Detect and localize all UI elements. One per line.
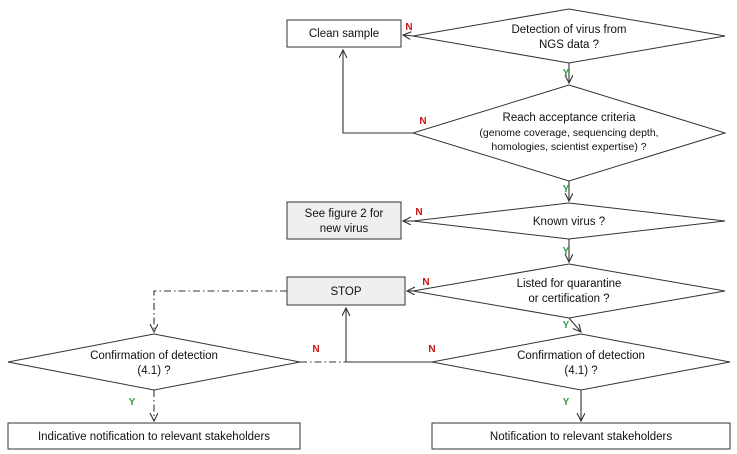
indicative-notification-label: Indicative notification to relevant stak… [38, 431, 270, 443]
no-flag-confirm-right: N [428, 344, 435, 355]
yes-flag-quarantine: Y [563, 320, 570, 331]
detection-decision: Detection of virus from NGS data ? [412, 8, 726, 64]
confirmation-decision-right: Confirmation of detection (4.1) ? [431, 333, 731, 391]
confirm-left-label-line2: (4.1) ? [137, 365, 170, 377]
see-figure-2-box: See figure 2 for new virus [286, 201, 402, 240]
yes-flag-known: Y [563, 246, 570, 257]
confirm-right-label-line2: (4.1) ? [564, 365, 597, 377]
arrow-stop-to-confirm-left [154, 290, 287, 332]
acceptance-label-line2: (genome coverage, sequencing depth, [479, 127, 658, 139]
yes-flag-acceptance: Y [563, 184, 570, 195]
arrow-quarantine-yes [568, 317, 581, 332]
indicative-notification-box: Indicative notification to relevant stak… [7, 422, 301, 450]
no-flag-detection: N [405, 22, 412, 33]
clean-sample-box: Clean sample [286, 19, 402, 48]
confirmation-decision-left: Confirmation of detection (4.1) ? [7, 333, 301, 391]
acceptance-decision: Reach acceptance criteria (genome covera… [411, 84, 727, 182]
arrow-detection-no [403, 35, 414, 36]
see-figure-label-line1: See figure 2 for [305, 208, 384, 220]
no-flag-known: N [415, 207, 422, 218]
stop-box: STOP [286, 276, 406, 306]
quarantine-decision: Listed for quarantine or certification ? [412, 263, 726, 319]
acceptance-label-line1: Reach acceptance criteria [503, 112, 637, 124]
confirm-left-label-line1: Confirmation of detection [90, 350, 218, 362]
detection-label-line1: Detection of virus from [511, 24, 626, 36]
no-flag-acceptance: N [419, 116, 426, 127]
yes-flag-confirm-left: Y [129, 397, 136, 408]
no-flag-quarantine: N [422, 277, 429, 288]
notification-box: Notification to relevant stakeholders [431, 422, 731, 450]
stop-label: STOP [330, 286, 361, 298]
yes-flag-confirm-right: Y [563, 397, 570, 408]
detection-label-line2: NGS data ? [539, 39, 599, 51]
acceptance-label-line3: homologies, scientist expertise) ? [491, 141, 646, 153]
arrow-confirm-right-no [346, 308, 432, 363]
known-virus-decision: Known virus ? [412, 202, 726, 240]
quarantine-label-line1: Listed for quarantine [517, 278, 622, 290]
clean-sample-label: Clean sample [309, 28, 379, 40]
see-figure-label-line2: new virus [320, 223, 369, 235]
arrow-acceptance-no [343, 50, 413, 134]
quarantine-label-line2: or certification ? [528, 293, 609, 305]
known-virus-label: Known virus ? [533, 216, 605, 228]
yes-flag-detection: Y [563, 68, 570, 79]
no-flag-confirm-left: N [312, 344, 319, 355]
confirm-right-label-line1: Confirmation of detection [517, 350, 645, 362]
notification-label: Notification to relevant stakeholders [490, 431, 672, 443]
